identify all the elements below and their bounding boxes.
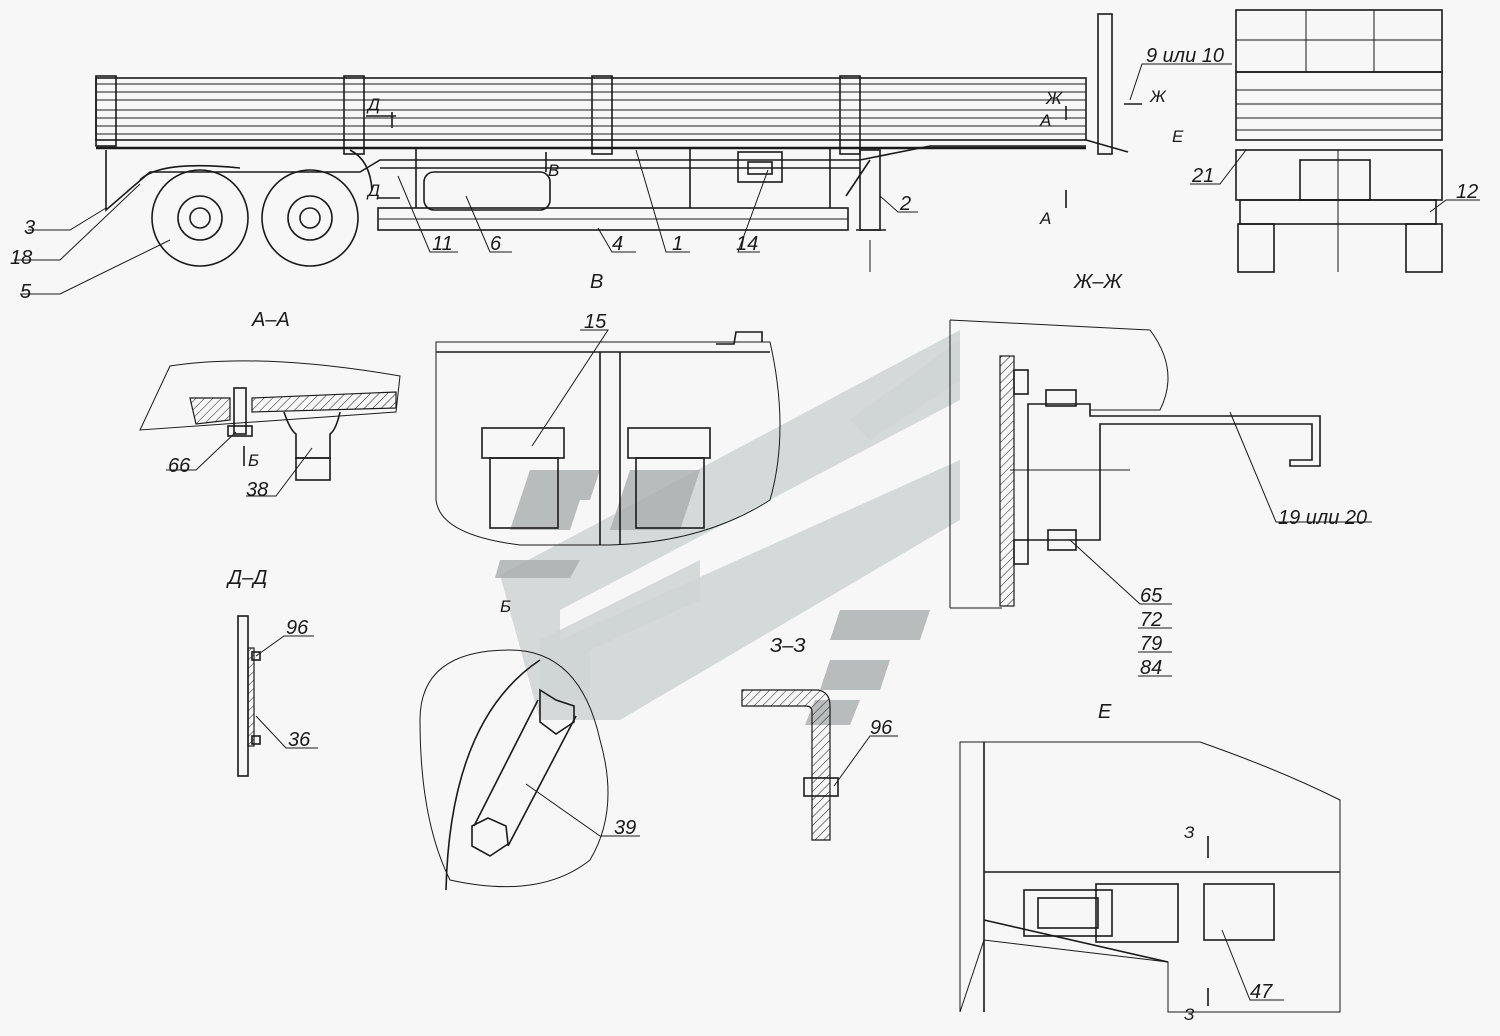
marker-zh-top: Ж	[1045, 89, 1063, 108]
title-dd: Д–Д	[226, 567, 267, 589]
title-b: Б	[500, 597, 511, 616]
callout-11: 11	[432, 233, 453, 255]
leader-21	[1190, 149, 1247, 185]
marker-b-arrow: Б	[248, 451, 259, 470]
callout-39: 39	[614, 817, 636, 839]
section-zz	[741, 689, 839, 841]
view-v	[435, 331, 781, 546]
callout-3: 3	[24, 217, 35, 239]
marker-a-bot: А	[1039, 209, 1051, 228]
callout-96b: 96	[870, 717, 893, 739]
marker-e: Е	[1172, 127, 1184, 146]
callout-15: 15	[584, 311, 607, 333]
callout-12: 12	[1456, 181, 1478, 203]
leader-96a	[255, 635, 314, 657]
callout-47: 47	[1250, 981, 1273, 1003]
rear-view	[1235, 9, 1443, 273]
callout-65: 65	[1140, 585, 1163, 607]
callout-1: 1	[672, 233, 683, 255]
marker-d-bot: Д	[366, 181, 380, 200]
callout-21: 21	[1191, 165, 1214, 187]
callout-18: 18	[10, 247, 32, 269]
leader-39	[525, 783, 640, 837]
section-dd	[237, 615, 261, 777]
callout-79: 79	[1140, 633, 1162, 655]
leader-15	[531, 329, 609, 447]
leader-66	[166, 431, 237, 471]
side-view	[95, 13, 1142, 272]
callout-9-or-10: 9 или 10	[1146, 45, 1224, 67]
leader-38	[246, 447, 313, 497]
marker-z-bot: З	[1184, 1005, 1195, 1024]
title-zhzh: Ж–Ж	[1073, 271, 1123, 293]
callout-19-or-20: 19 или 20	[1278, 507, 1367, 529]
callout-14: 14	[736, 233, 758, 255]
callout-66: 66	[168, 455, 191, 477]
callout-2: 2	[899, 193, 911, 215]
marker-v: В	[548, 161, 559, 180]
callout-5: 5	[20, 281, 32, 303]
watermark-logo	[495, 330, 960, 725]
callout-38: 38	[246, 479, 268, 501]
callout-36: 36	[288, 729, 311, 751]
view-e	[959, 741, 1341, 1013]
side-view-leaders	[14, 63, 1232, 295]
view-b	[419, 649, 609, 891]
leader-96b	[833, 735, 898, 787]
leader-12	[1429, 199, 1480, 213]
marker-a-top: А	[1039, 111, 1051, 130]
marker-zh-right: Ж	[1149, 87, 1167, 106]
title-zz: З–З	[770, 635, 806, 657]
section-zhzh	[949, 319, 1321, 609]
leader-36	[255, 715, 318, 749]
title-aa: А–А	[251, 309, 290, 331]
title-e: Е	[1098, 701, 1112, 723]
section-aa	[139, 360, 401, 481]
callout-4: 4	[612, 233, 623, 255]
title-v: В	[590, 271, 603, 293]
marker-d-top: Д	[366, 95, 380, 114]
marker-z-top: З	[1184, 823, 1195, 842]
leader-19	[1229, 411, 1372, 523]
callout-84: 84	[1140, 657, 1162, 679]
callout-96a: 96	[286, 617, 309, 639]
leader-47	[1221, 929, 1284, 1001]
callout-6: 6	[490, 233, 502, 255]
callout-72: 72	[1140, 609, 1162, 631]
leader-65	[1069, 539, 1172, 605]
